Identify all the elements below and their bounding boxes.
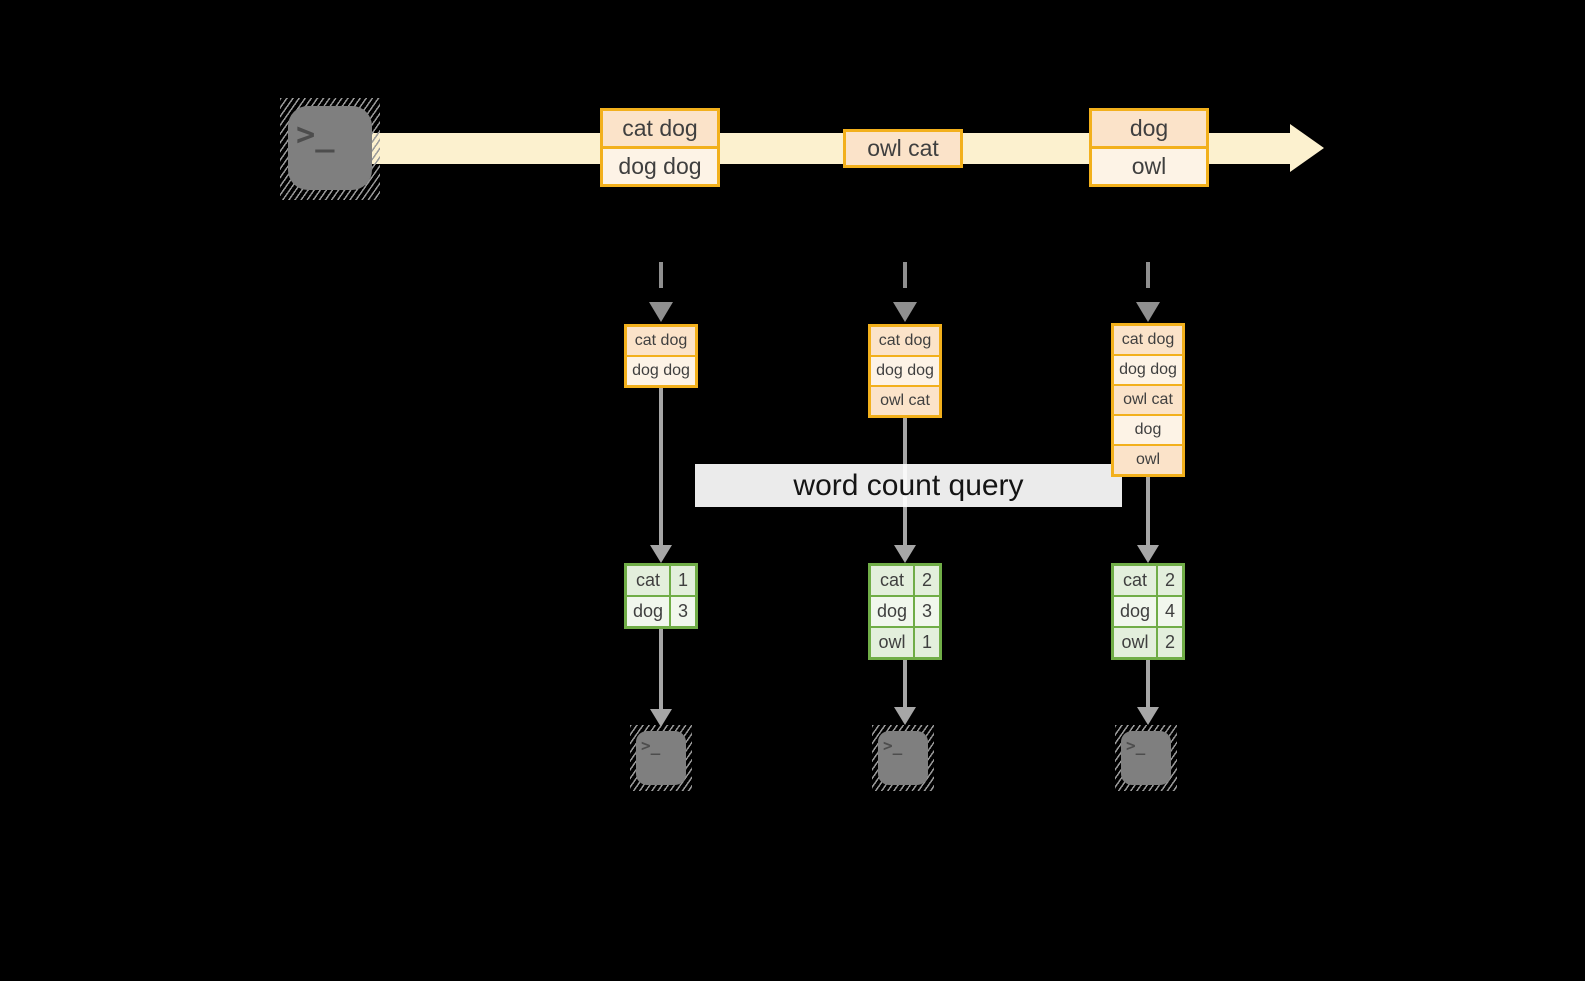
word-cell: owl xyxy=(871,628,915,657)
stream-word-pair: dog xyxy=(1092,111,1206,146)
batch-line: owl xyxy=(1114,444,1182,474)
count-cell: 1 xyxy=(915,628,939,657)
output-arrowhead-icon xyxy=(1137,707,1159,725)
query-arrowhead-icon xyxy=(1137,545,1159,563)
stream-batch-box-2: owl cat xyxy=(843,129,963,168)
count-cell: 2 xyxy=(1158,628,1182,657)
word-cell: cat xyxy=(1114,566,1158,595)
output-arrowhead-icon xyxy=(650,709,672,727)
batch-line: dog dog xyxy=(627,355,695,385)
batch-line: owl cat xyxy=(871,385,939,415)
count-cell: 2 xyxy=(915,566,939,595)
batch-line: cat dog xyxy=(1114,326,1182,354)
count-cell: 3 xyxy=(915,597,939,626)
microbatch-box-1: cat dog dog dog xyxy=(624,324,698,388)
query-arrow-stem xyxy=(1146,477,1150,545)
output-terminal-icon: >_ xyxy=(872,725,934,791)
batch-line: dog dog xyxy=(1114,354,1182,384)
query-arrowhead-icon xyxy=(650,545,672,563)
word-cell: cat xyxy=(871,566,915,595)
output-terminal-icon: >_ xyxy=(1115,725,1177,791)
microbatch-box-3: cat dog dog dog owl cat dog owl xyxy=(1111,323,1185,477)
microbatch-arrow-stem xyxy=(1146,262,1150,302)
prompt-glyph: >_ xyxy=(296,115,335,153)
stream-word-pair: cat dog xyxy=(603,111,717,146)
stream-word-pair: owl cat xyxy=(846,132,960,165)
query-arrowhead-icon xyxy=(894,545,916,563)
count-cell: 3 xyxy=(671,597,695,626)
table-row: cat 2 xyxy=(1114,566,1182,595)
count-cell: 1 xyxy=(671,566,695,595)
prompt-glyph: >_ xyxy=(641,736,661,755)
word-cell: dog xyxy=(1114,597,1158,626)
microbatch-box-2: cat dog dog dog owl cat xyxy=(868,324,942,418)
microbatch-arrowhead-icon xyxy=(1136,302,1160,322)
microbatch-arrow-stem xyxy=(659,262,663,302)
prompt-glyph: >_ xyxy=(883,736,903,755)
microbatch-arrow-stem xyxy=(903,262,907,302)
count-table-3: cat 2 dog 4 owl 2 xyxy=(1111,563,1185,660)
batch-line: cat dog xyxy=(871,327,939,355)
stream-batch-box-3: dog owl xyxy=(1089,108,1209,187)
query-arrow-stem xyxy=(659,388,663,545)
word-cell: dog xyxy=(871,597,915,626)
batch-line: dog dog xyxy=(871,355,939,385)
output-terminal-icon: >_ xyxy=(630,725,692,791)
table-row: cat 2 xyxy=(871,566,939,595)
word-cell: owl xyxy=(1114,628,1158,657)
table-row: owl 2 xyxy=(1114,626,1182,657)
prompt-glyph: >_ xyxy=(1126,736,1146,755)
stream-word-pair: dog dog xyxy=(603,146,717,184)
batch-line: cat dog xyxy=(627,327,695,355)
count-table-1: cat 1 dog 3 xyxy=(624,563,698,629)
table-row: dog 4 xyxy=(1114,595,1182,626)
microbatch-arrowhead-icon xyxy=(649,302,673,322)
batch-line: dog xyxy=(1114,414,1182,444)
table-row: owl 1 xyxy=(871,626,939,657)
count-table-2: cat 2 dog 3 owl 1 xyxy=(868,563,942,660)
output-arrow-stem xyxy=(659,629,663,709)
stream-timeline-arrowhead-icon xyxy=(1290,124,1324,172)
stream-word-pair: owl xyxy=(1092,146,1206,184)
table-row: cat 1 xyxy=(627,566,695,595)
word-cell: dog xyxy=(627,597,671,626)
output-arrow-stem xyxy=(903,660,907,707)
table-row: dog 3 xyxy=(871,595,939,626)
microbatch-arrowhead-icon xyxy=(893,302,917,322)
stream-batch-box-1: cat dog dog dog xyxy=(600,108,720,187)
query-label-text: word count query xyxy=(793,468,1024,502)
output-arrow-stem xyxy=(1146,660,1150,707)
count-cell: 2 xyxy=(1158,566,1182,595)
source-terminal-icon: >_ xyxy=(280,98,380,200)
table-row: dog 3 xyxy=(627,595,695,626)
output-arrowhead-icon xyxy=(894,707,916,725)
word-cell: cat xyxy=(627,566,671,595)
word-count-query-label: word count query xyxy=(695,464,1122,507)
batch-line: owl cat xyxy=(1114,384,1182,414)
count-cell: 4 xyxy=(1158,597,1182,626)
